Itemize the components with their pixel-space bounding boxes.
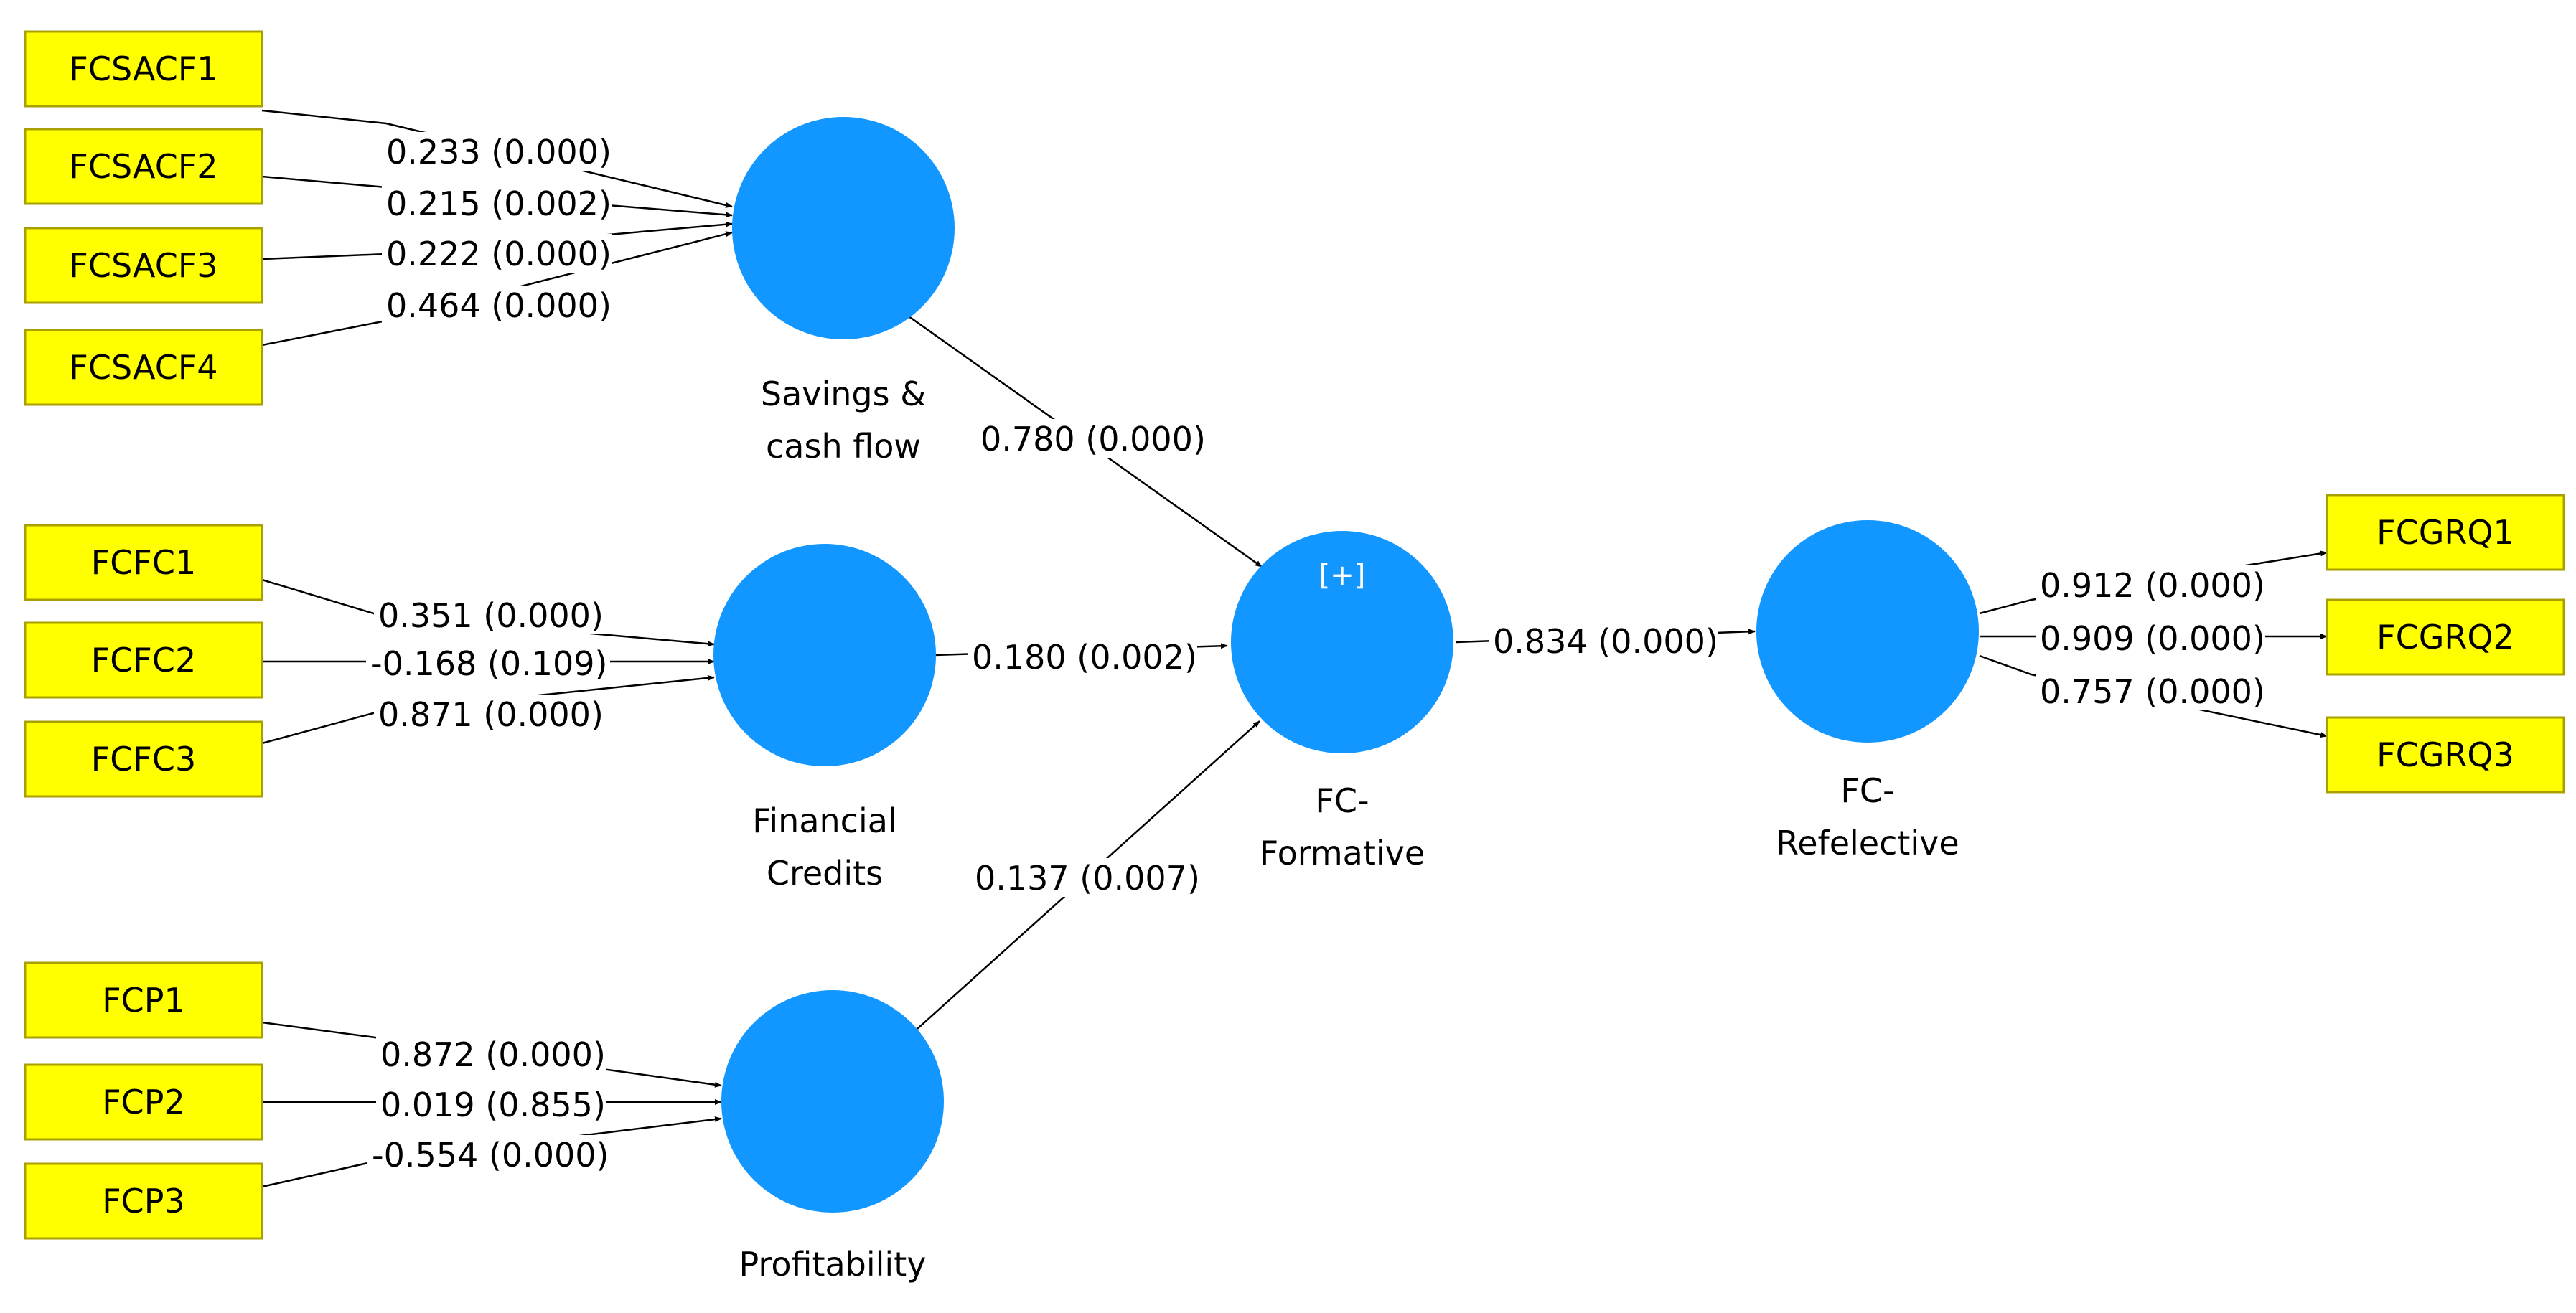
latent-credits-name-line1: Financial [752, 801, 896, 840]
weight-label-fcp3: -0.554 (0.000) [367, 1135, 612, 1175]
svg-text:FCP2: FCP2 [102, 1083, 185, 1121]
latent-savings-name-line1: Savings & [761, 375, 926, 413]
svg-text:FCP1: FCP1 [102, 981, 185, 1020]
indicator-fcp3[interactable]: FCP3 [24, 1162, 263, 1240]
weight-label-fcfc2: -0.168 (0.109) [366, 644, 610, 683]
indicator-fcsacf4[interactable]: FCSACF4 [24, 329, 263, 406]
indicator-fcsacf2[interactable]: FCSACF2 [24, 128, 263, 205]
latent-savings-name-line2: cash flow [766, 427, 921, 466]
indicator-fcsacf1[interactable]: FCSACF1 [24, 30, 263, 108]
weight-label-fcfc3: 0.871 (0.000) [374, 695, 604, 734]
indicator-fcfc3[interactable]: FCFC3 [24, 720, 263, 798]
svg-text:0.464 (0.000): 0.464 (0.000) [386, 286, 612, 325]
svg-text:FCSACF3: FCSACF3 [69, 246, 217, 285]
svg-text:FCFC1: FCFC1 [91, 543, 196, 582]
weight-label-fcsacf3: 0.222 (0.000) [382, 234, 612, 273]
path-label-profitability-formative: 0.137 (0.007) [970, 858, 1200, 898]
svg-text:0.834 (0.000): 0.834 (0.000) [1493, 622, 1718, 661]
svg-text:0.137 (0.007): 0.137 (0.007) [975, 859, 1200, 898]
svg-text:-0.168 (0.109): -0.168 (0.109) [370, 644, 608, 683]
latent-fc-formative[interactable]: [+] FC- Formative [1231, 531, 1453, 872]
path-label-credits-formative: 0.180 (0.002) [968, 637, 1197, 677]
edge-labels: 0.233 (0.000) 0.215 (0.002) 0.222 (0.000… [366, 132, 2265, 1175]
latent-formative-name-line1: FC- [1315, 781, 1369, 820]
svg-text:FCSACF1: FCSACF1 [69, 50, 217, 88]
latent-credits-name-line2: Credits [767, 854, 883, 893]
svg-text:FCSACF4: FCSACF4 [69, 348, 217, 387]
formative-badge[interactable]: [+] [1319, 559, 1366, 592]
indicator-fcsacf3[interactable]: FCSACF3 [24, 227, 263, 304]
latent-reflective-circle[interactable] [1756, 520, 1979, 743]
indicator-fcp2[interactable]: FCP2 [24, 1063, 263, 1141]
latent-savings-circle[interactable] [732, 117, 955, 339]
indicator-fcfc2[interactable]: FCFC2 [24, 621, 263, 699]
latent-formative-name-line2: Formative [1260, 834, 1425, 872]
svg-text:0.233 (0.000): 0.233 (0.000) [386, 133, 612, 171]
path-label-savings-formative: 0.780 (0.000) [976, 419, 1206, 458]
svg-text:0.912 (0.000): 0.912 (0.000) [2040, 566, 2265, 605]
svg-text:0.757 (0.000): 0.757 (0.000) [2040, 672, 2265, 711]
loading-label-fcgrq2: 0.909 (0.000) [2036, 618, 2265, 658]
indicator-fcgrq2[interactable]: FCGRQ2 [2326, 598, 2565, 676]
svg-text:0.180 (0.002): 0.180 (0.002) [972, 638, 1197, 677]
svg-text:FCFC3: FCFC3 [91, 740, 196, 778]
svg-text:FCSACF2: FCSACF2 [69, 147, 217, 186]
svg-text:FCGRQ3: FCGRQ3 [2376, 735, 2514, 774]
svg-text:0.872 (0.000): 0.872 (0.000) [380, 1035, 606, 1074]
latent-profitability[interactable]: Profitability [721, 990, 944, 1284]
edge-reflective-fcgrq3 [1979, 654, 2328, 738]
indicator-fcgrq3[interactable]: FCGRQ3 [2326, 716, 2565, 794]
svg-text:FCP3: FCP3 [102, 1182, 185, 1220]
svg-text:0.780 (0.000): 0.780 (0.000) [980, 420, 1206, 458]
svg-text:FCFC2: FCFC2 [91, 641, 196, 679]
indicator-fcgrq1[interactable]: FCGRQ1 [2326, 494, 2565, 571]
svg-text:0.871 (0.000): 0.871 (0.000) [378, 695, 604, 734]
weight-label-fcfc1: 0.351 (0.000) [374, 596, 604, 635]
latent-profitability-circle[interactable] [721, 990, 944, 1213]
latent-credits-circle[interactable] [713, 544, 936, 766]
svg-text:FCGRQ2: FCGRQ2 [2376, 618, 2514, 656]
svg-text:0.351 (0.000): 0.351 (0.000) [378, 596, 604, 635]
edge-fcsacf1-savings [261, 109, 733, 208]
weight-label-fcsacf2: 0.215 (0.002) [382, 184, 612, 223]
loading-label-fcgrq1: 0.912 (0.000) [2036, 565, 2265, 605]
svg-text:FCGRQ1: FCGRQ1 [2376, 513, 2514, 552]
latent-formative-circle[interactable] [1231, 531, 1453, 753]
weight-label-fcp1: 0.872 (0.000) [376, 1035, 606, 1074]
weight-label-fcsacf1: 0.233 (0.000) [382, 132, 612, 171]
latent-fc-refelective[interactable]: FC- Refelective [1756, 520, 1979, 862]
loading-label-fcgrq3: 0.757 (0.000) [2036, 672, 2265, 711]
svg-text:0.909 (0.000): 0.909 (0.000) [2040, 619, 2265, 658]
weight-label-fcsacf4: 0.464 (0.000) [382, 286, 612, 325]
indicator-fcp1[interactable]: FCP1 [24, 961, 263, 1039]
latent-reflective-name-line2: Refelective [1776, 824, 1959, 862]
svg-text:0.215 (0.002): 0.215 (0.002) [386, 184, 612, 223]
weight-label-fcp2: 0.019 (0.855) [376, 1085, 606, 1124]
latent-reflective-name-line1: FC- [1840, 771, 1894, 810]
svg-text:0.019 (0.855): 0.019 (0.855) [380, 1086, 606, 1124]
indicator-fcfc1[interactable]: FCFC1 [24, 524, 263, 601]
latent-profitability-name: Profitability [739, 1245, 927, 1284]
latent-financial-credits[interactable]: Financial Credits [713, 544, 936, 893]
path-label-formative-reflective: 0.834 (0.000) [1489, 621, 1718, 661]
indicators: FCSACF1 FCSACF2 FCSACF3 FCSACF4 FCFC1 FC… [24, 30, 2565, 1240]
latent-variables: Savings & cash flow Financial Credits Pr… [713, 117, 1979, 1284]
svg-text:0.222 (0.000): 0.222 (0.000) [386, 235, 612, 273]
latent-savings-cash-flow[interactable]: Savings & cash flow [732, 117, 955, 466]
svg-text:-0.554 (0.000): -0.554 (0.000) [372, 1136, 609, 1175]
